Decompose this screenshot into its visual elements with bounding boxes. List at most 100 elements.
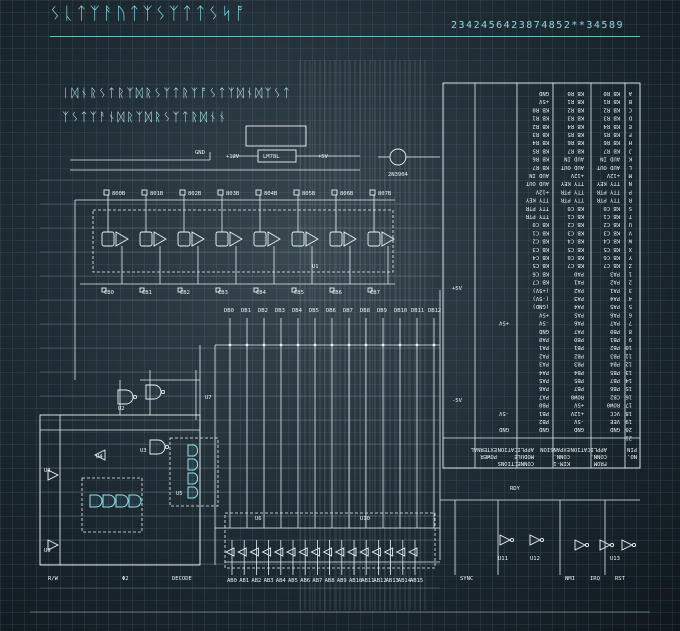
pin-signal: AUD IN [600, 156, 620, 162]
pin-signal: AUD OUT [525, 180, 549, 186]
chip-u10: U10 [360, 516, 370, 522]
bank-gnd-label: CB0 [104, 290, 114, 296]
pin-signal: (+5V) [532, 287, 549, 293]
pin-signal: PA5 [610, 303, 620, 309]
pin-table-header: MODULE [514, 453, 534, 459]
pin-signal: TTY PTR [560, 188, 584, 194]
pin-signal: PA2 [574, 287, 584, 293]
pin-signal: VEE [610, 418, 620, 424]
pin-signal: KB C6 [603, 254, 620, 260]
pin-signal: KB R6 [532, 156, 549, 162]
pin-signal: TTY KEY [525, 197, 549, 203]
pin-signal: KB R7 [532, 164, 549, 170]
pin-signal: KB C3 [603, 229, 620, 235]
pin-signal: PB3 [574, 361, 584, 367]
pin-signal: PA6 [574, 320, 584, 326]
pin-signal: KB C6 [567, 254, 584, 260]
pin-number: Y [628, 254, 632, 260]
pin-signal: KB C0 [567, 205, 584, 211]
pin-signal: KB C7 [603, 262, 620, 268]
address-bus-label: AB0 [227, 578, 237, 584]
pin-signal: -5V [538, 320, 549, 326]
pin-signal: KB C1 [603, 213, 620, 219]
pin-signal: PA4 [538, 369, 549, 375]
pin-signal: PA1 [539, 344, 549, 350]
buffer-triangle [115, 231, 129, 247]
data-bus-label: DB7 [343, 308, 353, 314]
pin-signal: KB C5 [603, 246, 620, 252]
pin-number: 4 [628, 295, 632, 301]
ground-pin-marker [101, 287, 107, 293]
bank-pin-marker [179, 189, 186, 196]
data-bus-label: DB10 [394, 308, 407, 314]
pin-signal: PB7 [574, 385, 584, 391]
pin-number: 13 [625, 369, 632, 375]
pin-signal: PB4 [573, 369, 584, 375]
pin-signal: +5V [573, 402, 584, 408]
nand-gate [145, 384, 162, 400]
pin-signal: KB C3 [567, 229, 584, 235]
ground-pin-marker [253, 287, 259, 293]
serial-code: 2342456423874852**34589 [451, 20, 624, 31]
data-bus-label: DB11 [411, 308, 424, 314]
pin-signal: KB R4 [532, 139, 549, 145]
pin-signal: -5V [498, 410, 509, 416]
pin-number: L [628, 164, 632, 170]
pin-signal: TTY PTR [560, 197, 584, 203]
pin-signal: GND [539, 328, 549, 334]
address-inverter [224, 547, 235, 557]
gate-bubble [160, 389, 166, 395]
chip-u11: U11 [498, 556, 508, 562]
pin-signal: PA7 [539, 393, 549, 399]
regulator-gnd-label: GND [195, 150, 205, 156]
inverter-bubble [539, 537, 545, 543]
buffer-gate [101, 231, 115, 247]
buffer-gate [139, 231, 153, 247]
chip-u7: U7 [205, 395, 212, 401]
label-decode: DECODE [172, 576, 192, 582]
pin-signal: (-5V) [532, 295, 549, 301]
pin-signal: KB R2 [603, 106, 620, 112]
transistor-label: 2N3904 [388, 172, 409, 178]
pin-number: 17 [625, 402, 632, 408]
pin-number: 2 [629, 279, 632, 285]
pin-table-header: CONNECTIONS [498, 460, 534, 466]
pin-signal: -5V [573, 418, 584, 424]
pin-signal: +5V [498, 320, 509, 326]
pin-signal: KB C2 [532, 238, 549, 244]
ground-pin-marker [177, 287, 183, 293]
address-bus-label: AB7 [312, 578, 322, 584]
pin-signal: KB C4 [603, 238, 620, 244]
bank-label: 800B [112, 191, 126, 197]
pin-table-header: APPLICATION [571, 446, 607, 452]
pin-number: 20 [625, 426, 632, 432]
pin-signal: PA4 [609, 295, 620, 301]
voltage-regulator: LM78L +12V +5V GND [70, 125, 360, 171]
pin-number: 18 [625, 410, 632, 416]
pin-number: 10 [625, 344, 632, 350]
buffer-triangle [153, 231, 167, 247]
inverter-bubble [584, 542, 590, 548]
address-inverter [298, 547, 308, 557]
chip-u4: U4 [96, 454, 103, 460]
pin-signal: KB R0 [532, 106, 549, 112]
pin-signal: KB R5 [567, 131, 584, 137]
pin-signal: KB R1 [532, 115, 549, 121]
gate-bubble [132, 394, 138, 400]
control-inverter [574, 539, 587, 551]
data-bus-label: DB0 [224, 308, 234, 314]
pin-signal: PA5 [539, 377, 549, 383]
data-bus-label: DB8 [360, 308, 370, 314]
pin-signal: CB2 [610, 393, 620, 399]
address-inverter [310, 547, 320, 557]
pin-signal: PB5 [574, 377, 584, 383]
pin-signal: TTY PTR [525, 213, 549, 219]
pin-signal: PB1 [574, 344, 584, 350]
address-inverter [395, 547, 406, 557]
buffer-triangle [381, 231, 395, 247]
address-inverter [407, 547, 418, 557]
pin-table-header: PIN [627, 446, 637, 452]
ground-pin-marker [291, 287, 297, 293]
pin-number: V [628, 229, 632, 235]
